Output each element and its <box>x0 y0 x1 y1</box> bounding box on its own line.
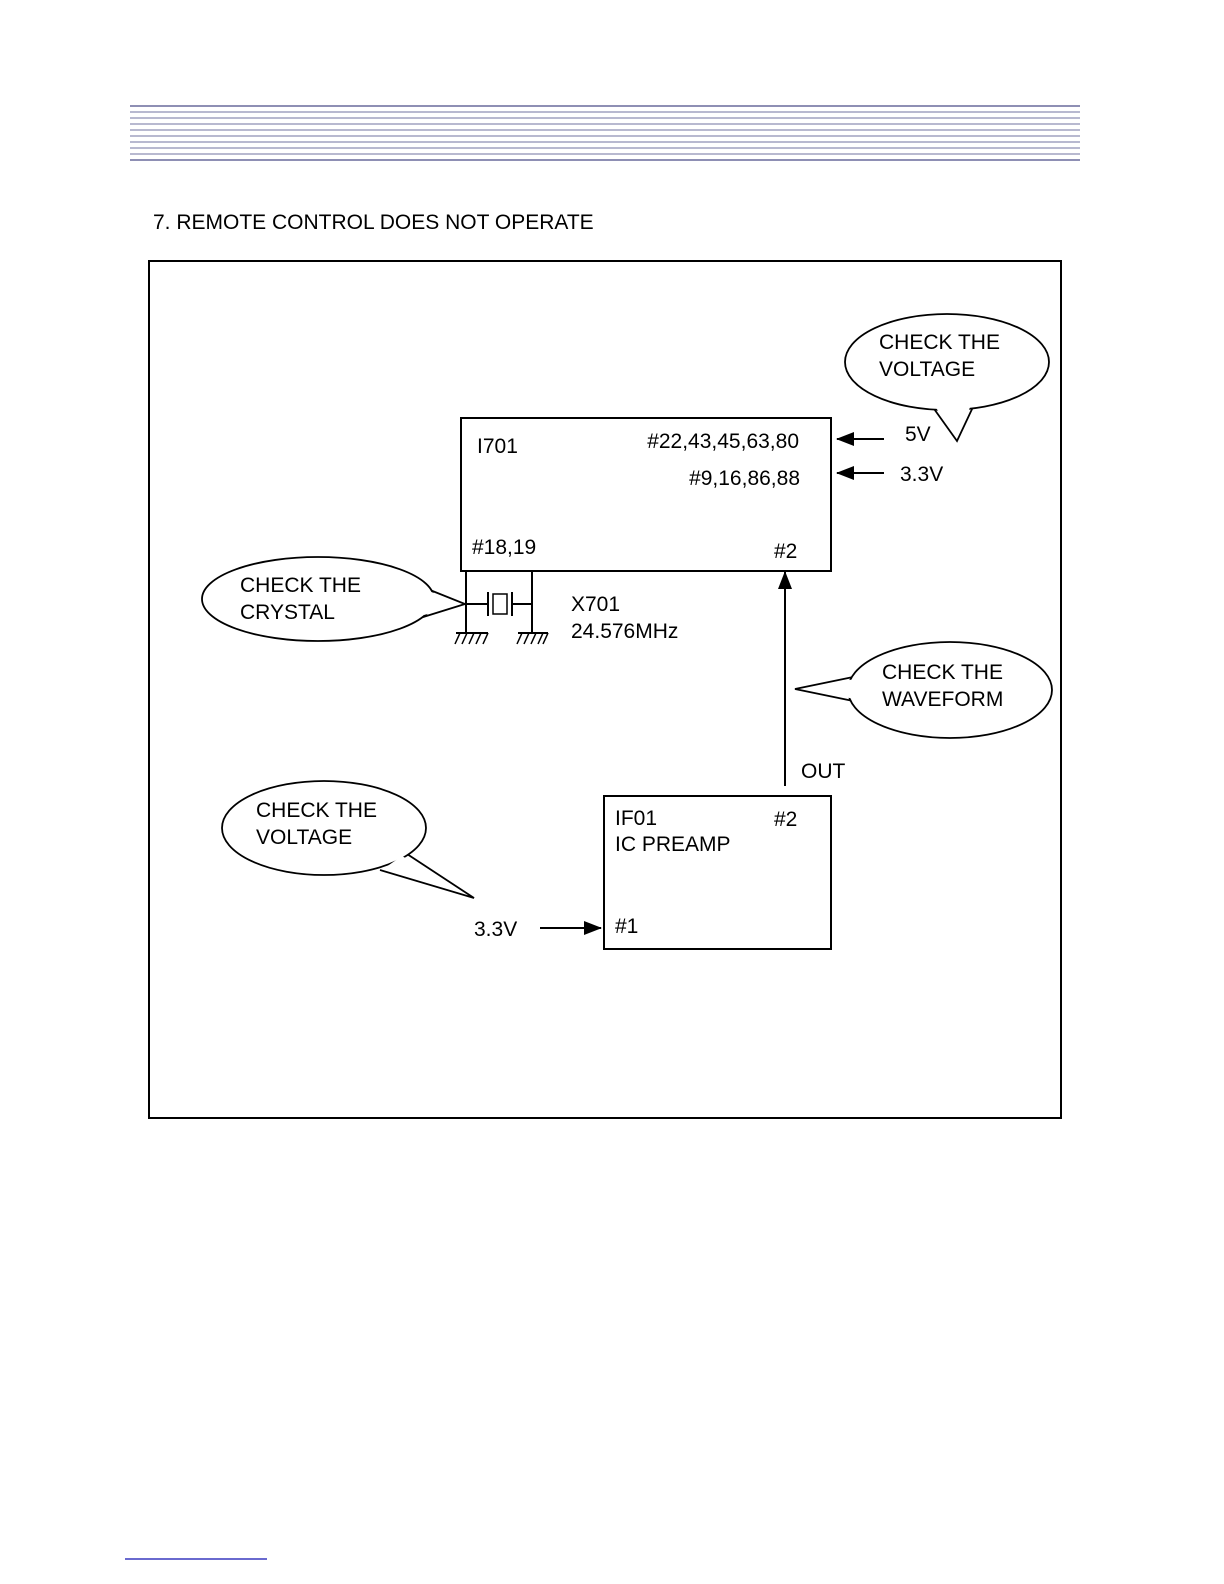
ic-i701-pins-3v3: #9,16,86,88 <box>689 467 800 490</box>
crystal-frequency: 24.576MHz <box>571 620 678 643</box>
supply-preamp: 3.3V <box>474 918 601 941</box>
callout-voltage-top-line2: VOLTAGE <box>879 358 975 381</box>
ground-left-icon <box>455 633 488 644</box>
signal-out-label: OUT <box>801 760 846 783</box>
ic-if01-pin-in: #1 <box>615 915 638 938</box>
callout-voltage-top-line1: CHECK THE <box>879 331 1000 354</box>
section-title: 7. REMOTE CONTROL DOES NOT OPERATE <box>153 211 594 234</box>
ic-i701-pin-input: #2 <box>774 540 797 563</box>
header-rule <box>130 106 1080 160</box>
ic-i701-pins-crystal: #18,19 <box>472 536 536 559</box>
callout-voltage-bottom-line2: VOLTAGE <box>256 826 352 849</box>
crystal-x701: X701 24.576MHz <box>455 571 678 644</box>
supply-3v3-label: 3.3V <box>900 463 943 486</box>
callout-voltage-bottom-line1: CHECK THE <box>256 799 377 822</box>
supply-5v-label: 5V <box>905 423 931 446</box>
callout-check-voltage-bottom: CHECK THE VOLTAGE <box>222 781 474 898</box>
ic-if01-pin-out: #2 <box>774 808 797 831</box>
crystal-ref: X701 <box>571 593 620 616</box>
supply-preamp-label: 3.3V <box>474 918 517 941</box>
signal-out: OUT <box>785 572 846 786</box>
ground-right-icon <box>517 633 548 644</box>
callout-check-crystal: CHECK THE CRYSTAL <box>202 557 465 641</box>
callout-check-voltage-top: CHECK THE VOLTAGE <box>845 314 1049 441</box>
ic-i701-pins-5v: #22,43,45,63,80 <box>647 430 799 453</box>
supply-main: 5V 3.3V <box>837 423 943 486</box>
callout-crystal-line2: CRYSTAL <box>240 601 335 624</box>
ic-if01-ref: IF01 <box>615 807 657 830</box>
callout-crystal-line1: CHECK THE <box>240 574 361 597</box>
crystal-body <box>493 594 507 614</box>
callout-waveform-line2: WAVEFORM <box>882 688 1003 711</box>
ic-i701-ref: I701 <box>477 435 518 458</box>
ic-if01-name: IC PREAMP <box>615 833 731 856</box>
callout-waveform-line1: CHECK THE <box>882 661 1003 684</box>
callout-check-waveform: CHECK THE WAVEFORM <box>795 642 1052 738</box>
ic-i701: I701 #22,43,45,63,80 #9,16,86,88 #18,19 … <box>461 418 831 571</box>
ic-if01: IF01 IC PREAMP #2 #1 <box>604 796 831 949</box>
